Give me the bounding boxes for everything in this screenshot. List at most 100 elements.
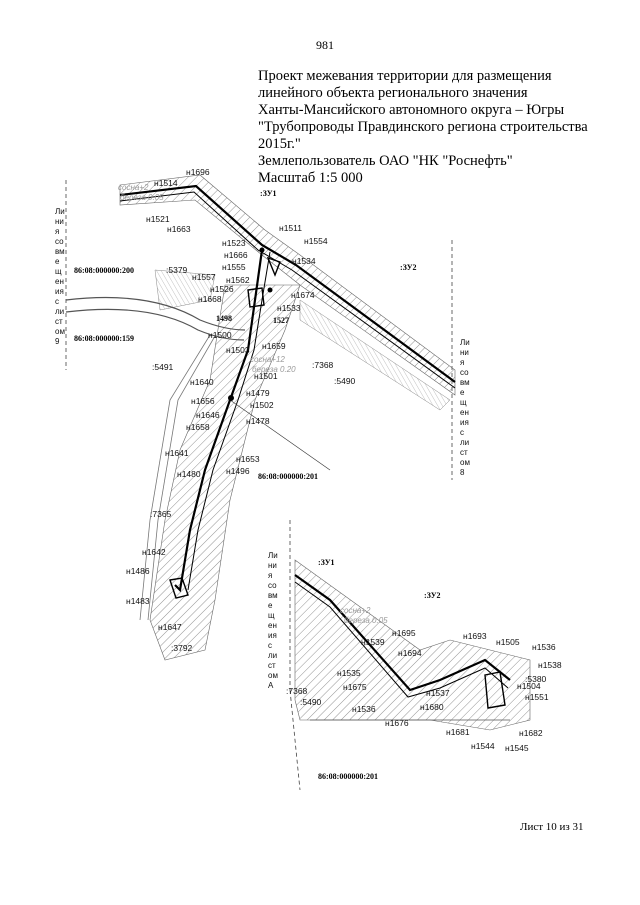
svg-text:Ли: Ли	[55, 207, 65, 216]
point-label: н1534	[292, 256, 316, 266]
svg-text:Ли: Ли	[460, 338, 470, 347]
svg-text:ни: ни	[55, 217, 64, 226]
lower-map: :ЗУ1 :ЗУ2 86:08:000000:201 :7368 :5490 :…	[268, 520, 562, 791]
point-label: н1666	[224, 250, 248, 260]
svg-text:ия: ия	[55, 287, 64, 296]
point-label: н1555	[222, 262, 246, 272]
point-label: н1557	[192, 272, 216, 282]
soil-label: сосна+2	[118, 183, 149, 192]
svg-text:со: со	[460, 368, 469, 377]
map-title-block: Проект межевания территории для размещен…	[258, 68, 628, 187]
bold-point: 1498	[216, 314, 232, 323]
svg-text:ли: ли	[460, 438, 469, 447]
plot-id: :5379	[166, 265, 188, 275]
red-line-legend-left: Ли ни я со вм е щ ен ия с ли ст ом 9	[55, 207, 65, 346]
point-label: н1663	[167, 224, 191, 234]
point-label: н1681	[446, 727, 470, 737]
point-label: н1659	[262, 341, 286, 351]
svg-text:с: с	[268, 641, 272, 650]
point-label: н1511	[279, 223, 302, 233]
point-label: н1514	[154, 178, 178, 188]
point-label: н1544	[471, 741, 495, 751]
svg-text:щ: щ	[55, 267, 62, 276]
svg-text:ен: ен	[268, 621, 277, 630]
point-label: н1523	[222, 238, 246, 248]
point-label: н1647	[158, 622, 182, 632]
quarter-label: 86:08:000000:159	[74, 334, 134, 343]
red-line-legend-right: Ли ни я со вм е щ ен ия с ли ст ом 8	[460, 338, 470, 477]
page-number: 981	[316, 38, 334, 52]
plot-id: :5490	[334, 376, 356, 386]
svg-text:с: с	[460, 428, 464, 437]
point-label: н1640	[190, 377, 214, 387]
svg-text:8: 8	[460, 468, 465, 477]
point-label: н1504	[517, 681, 541, 691]
point-label: н1693	[463, 631, 487, 641]
point-label: н1502	[250, 400, 274, 410]
plot-id: :7365	[150, 509, 172, 519]
point-label: н1682	[519, 728, 543, 738]
point-label: н1694	[398, 648, 422, 658]
svg-text:я: я	[268, 571, 272, 580]
svg-text:щ: щ	[268, 611, 275, 620]
svg-text:ст: ст	[268, 661, 276, 670]
title-line: Ханты-Мансийского автономного округа – Ю…	[258, 102, 565, 118]
svg-text:е: е	[55, 257, 60, 266]
svg-text:со: со	[268, 581, 277, 590]
soil-label: береза 0.05	[344, 616, 388, 625]
point-label: н1526	[210, 284, 234, 294]
point-label: н1535	[337, 668, 361, 678]
point-label: н1658	[186, 422, 210, 432]
point-label: н1641	[165, 448, 189, 458]
svg-text:со: со	[55, 237, 64, 246]
svg-text:ли: ли	[268, 651, 277, 660]
parcel-label: :ЗУ2	[400, 263, 417, 272]
point-label: н1503	[226, 345, 250, 355]
svg-text:вм: вм	[55, 247, 65, 256]
point-label: н1501	[254, 371, 278, 381]
plot-id: :5491	[152, 362, 174, 372]
soil-label: береза 0.05	[120, 193, 164, 202]
point-label: н1653	[236, 454, 260, 464]
point-label: н1536	[352, 704, 376, 714]
svg-text:ом: ом	[55, 327, 65, 336]
point-label: н1676	[385, 718, 409, 728]
plot-id: :7368	[286, 686, 308, 696]
point-label: н1551	[525, 692, 549, 702]
svg-text:Ли: Ли	[268, 551, 278, 560]
point-label: н1500	[208, 330, 232, 340]
plot-id: :7368	[312, 360, 334, 370]
land-user-line: Землепользователь ОАО "НК "Роснефть"	[258, 153, 513, 169]
point-label: н1537	[426, 688, 450, 698]
point-label: н1521	[146, 214, 170, 224]
quarter-label: 86:08:000000:200	[74, 266, 134, 275]
quarter-label: 86:08:000000:201	[318, 772, 378, 781]
title-line: "Трубопроводы Правдинского региона строи…	[258, 119, 588, 135]
point-label: н1480	[177, 469, 201, 479]
bold-point: 1527	[273, 316, 289, 325]
point-label: н1539	[361, 637, 385, 647]
quarter-label: 86:08:000000:201	[258, 472, 318, 481]
red-line-legend-lower: Ли ни я со вм е щ ен ия с ли ст ом А	[268, 551, 278, 690]
point-label: н1538	[538, 660, 562, 670]
parcel-label: :ЗУ1	[260, 189, 277, 198]
title-line: Проект межевания территории для размещен…	[258, 68, 552, 84]
plot-id: :5380	[525, 674, 547, 684]
point-label: н1505	[496, 637, 520, 647]
point-label: н1642	[142, 547, 166, 557]
point-label: н1674	[291, 290, 315, 300]
svg-text:А: А	[268, 681, 274, 690]
svg-text:ом: ом	[268, 671, 278, 680]
point-label: н1478	[246, 416, 270, 426]
point-label: н1554	[304, 236, 328, 246]
title-line: линейного объекта регионального значения	[258, 85, 528, 101]
point-label: н1545	[505, 743, 529, 753]
point-label: н1668	[198, 294, 222, 304]
point-label: н1680	[420, 702, 444, 712]
point-label: н1536	[532, 642, 556, 652]
parcel-label: :ЗУ1	[318, 558, 335, 567]
svg-text:вм: вм	[268, 591, 278, 600]
point-label: н1486	[126, 566, 150, 576]
soil-label: сосна+2	[340, 606, 371, 615]
svg-text:ен: ен	[460, 408, 469, 417]
